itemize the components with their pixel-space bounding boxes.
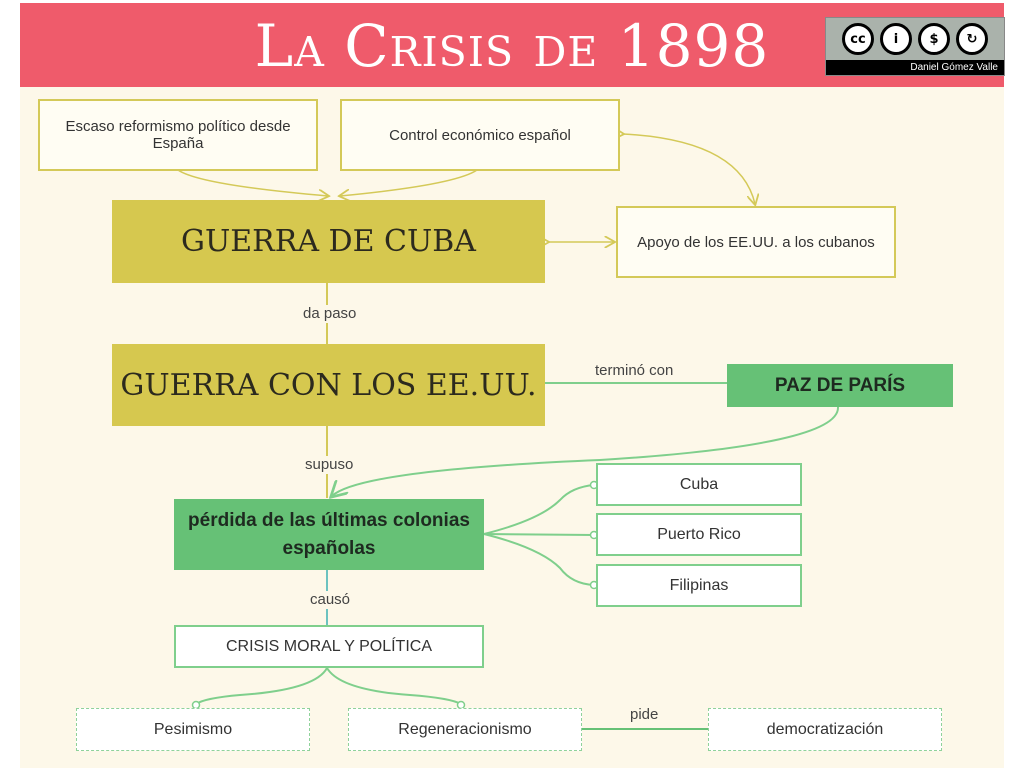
node-filipinas[interactable]: Filipinas xyxy=(596,564,802,607)
link-crisis-pesimismo xyxy=(195,667,328,705)
node-cuba-label: Cuba xyxy=(679,475,719,493)
node-crisis-moral-politica-label: CRISIS MORAL Y POLÍTICA xyxy=(226,637,432,655)
node-filipinas-label: Filipinas xyxy=(669,576,729,594)
link-label-da-paso: da paso xyxy=(300,305,360,323)
license-badge[interactable]: cc i $ ↻ Daniel Gómez Valle xyxy=(825,17,1005,76)
license-icons: cc i $ ↻ xyxy=(826,18,1004,60)
node-puerto-rico[interactable]: Puerto Rico xyxy=(596,513,802,556)
attribution-icon: i xyxy=(880,23,912,55)
link-label-termino-con: terminó con xyxy=(592,362,677,380)
node-regeneracionismo[interactable]: Regeneracionismo xyxy=(348,708,582,751)
node-escaso-reformismo[interactable]: Escaso reformismo político desde España xyxy=(38,99,318,171)
node-democratizacion[interactable]: democratización xyxy=(708,708,942,751)
node-apoyo-eeuu[interactable]: Apoyo de los EE.UU. a los cubanos xyxy=(616,206,896,278)
node-control-economico-label: Control económico español xyxy=(389,126,571,144)
node-perdida-colonias[interactable]: pérdida de las últimas colonias española… xyxy=(174,499,484,570)
link-label-pide: pide xyxy=(630,706,659,723)
node-perdida-colonias-label: pérdida de las últimas colonias española… xyxy=(188,509,470,559)
link-control-guerra-cuba xyxy=(340,169,478,196)
link-perdida-cuba xyxy=(483,484,595,535)
link-control-apoyo xyxy=(623,134,755,204)
node-cuba[interactable]: Cuba xyxy=(596,463,802,506)
node-paz-de-paris[interactable]: PAZ DE PARÍS xyxy=(727,364,953,407)
node-guerra-de-cuba[interactable]: GUERRA DE CUBA xyxy=(112,200,545,283)
node-apoyo-eeuu-label: Apoyo de los EE.UU. a los cubanos xyxy=(637,233,875,251)
node-guerra-con-eeuu-label: GUERRA CON LOS EE.UU. xyxy=(120,367,537,403)
link-paz-perdida xyxy=(332,406,840,496)
node-pesimismo[interactable]: Pesimismo xyxy=(76,708,310,751)
link-crisis-regeneracionismo xyxy=(326,667,462,705)
node-democratizacion-label: democratización xyxy=(766,720,884,738)
node-guerra-de-cuba-label: GUERRA DE CUBA xyxy=(181,224,476,259)
link-escaso-guerra-cuba xyxy=(177,169,328,196)
node-control-economico[interactable]: Control económico español xyxy=(340,99,620,171)
license-author: Daniel Gómez Valle xyxy=(910,62,998,73)
node-crisis-moral-politica[interactable]: CRISIS MORAL Y POLÍTICA xyxy=(174,625,484,668)
node-regeneracionismo-label: Regeneracionismo xyxy=(398,720,532,738)
creative-commons-icon: cc xyxy=(842,23,874,55)
node-escaso-reformismo-label: Escaso reformismo político desde España xyxy=(65,118,291,152)
node-puerto-rico-label: Puerto Rico xyxy=(657,525,741,543)
link-perdida-puerto-rico xyxy=(483,533,595,536)
node-guerra-con-eeuu[interactable]: GUERRA CON LOS EE.UU. xyxy=(112,344,545,426)
page-title: La Crisis de 1898 xyxy=(254,12,770,80)
node-paz-de-paris-label: PAZ DE PARÍS xyxy=(774,374,906,396)
link-perdida-filipinas xyxy=(483,533,595,586)
link-label-causo: causó xyxy=(307,591,354,609)
share-alike-icon: ↻ xyxy=(956,23,988,55)
link-label-supuso: supuso xyxy=(302,456,357,474)
node-pesimismo-label: Pesimismo xyxy=(153,720,233,738)
noncommercial-icon: $ xyxy=(918,23,950,55)
